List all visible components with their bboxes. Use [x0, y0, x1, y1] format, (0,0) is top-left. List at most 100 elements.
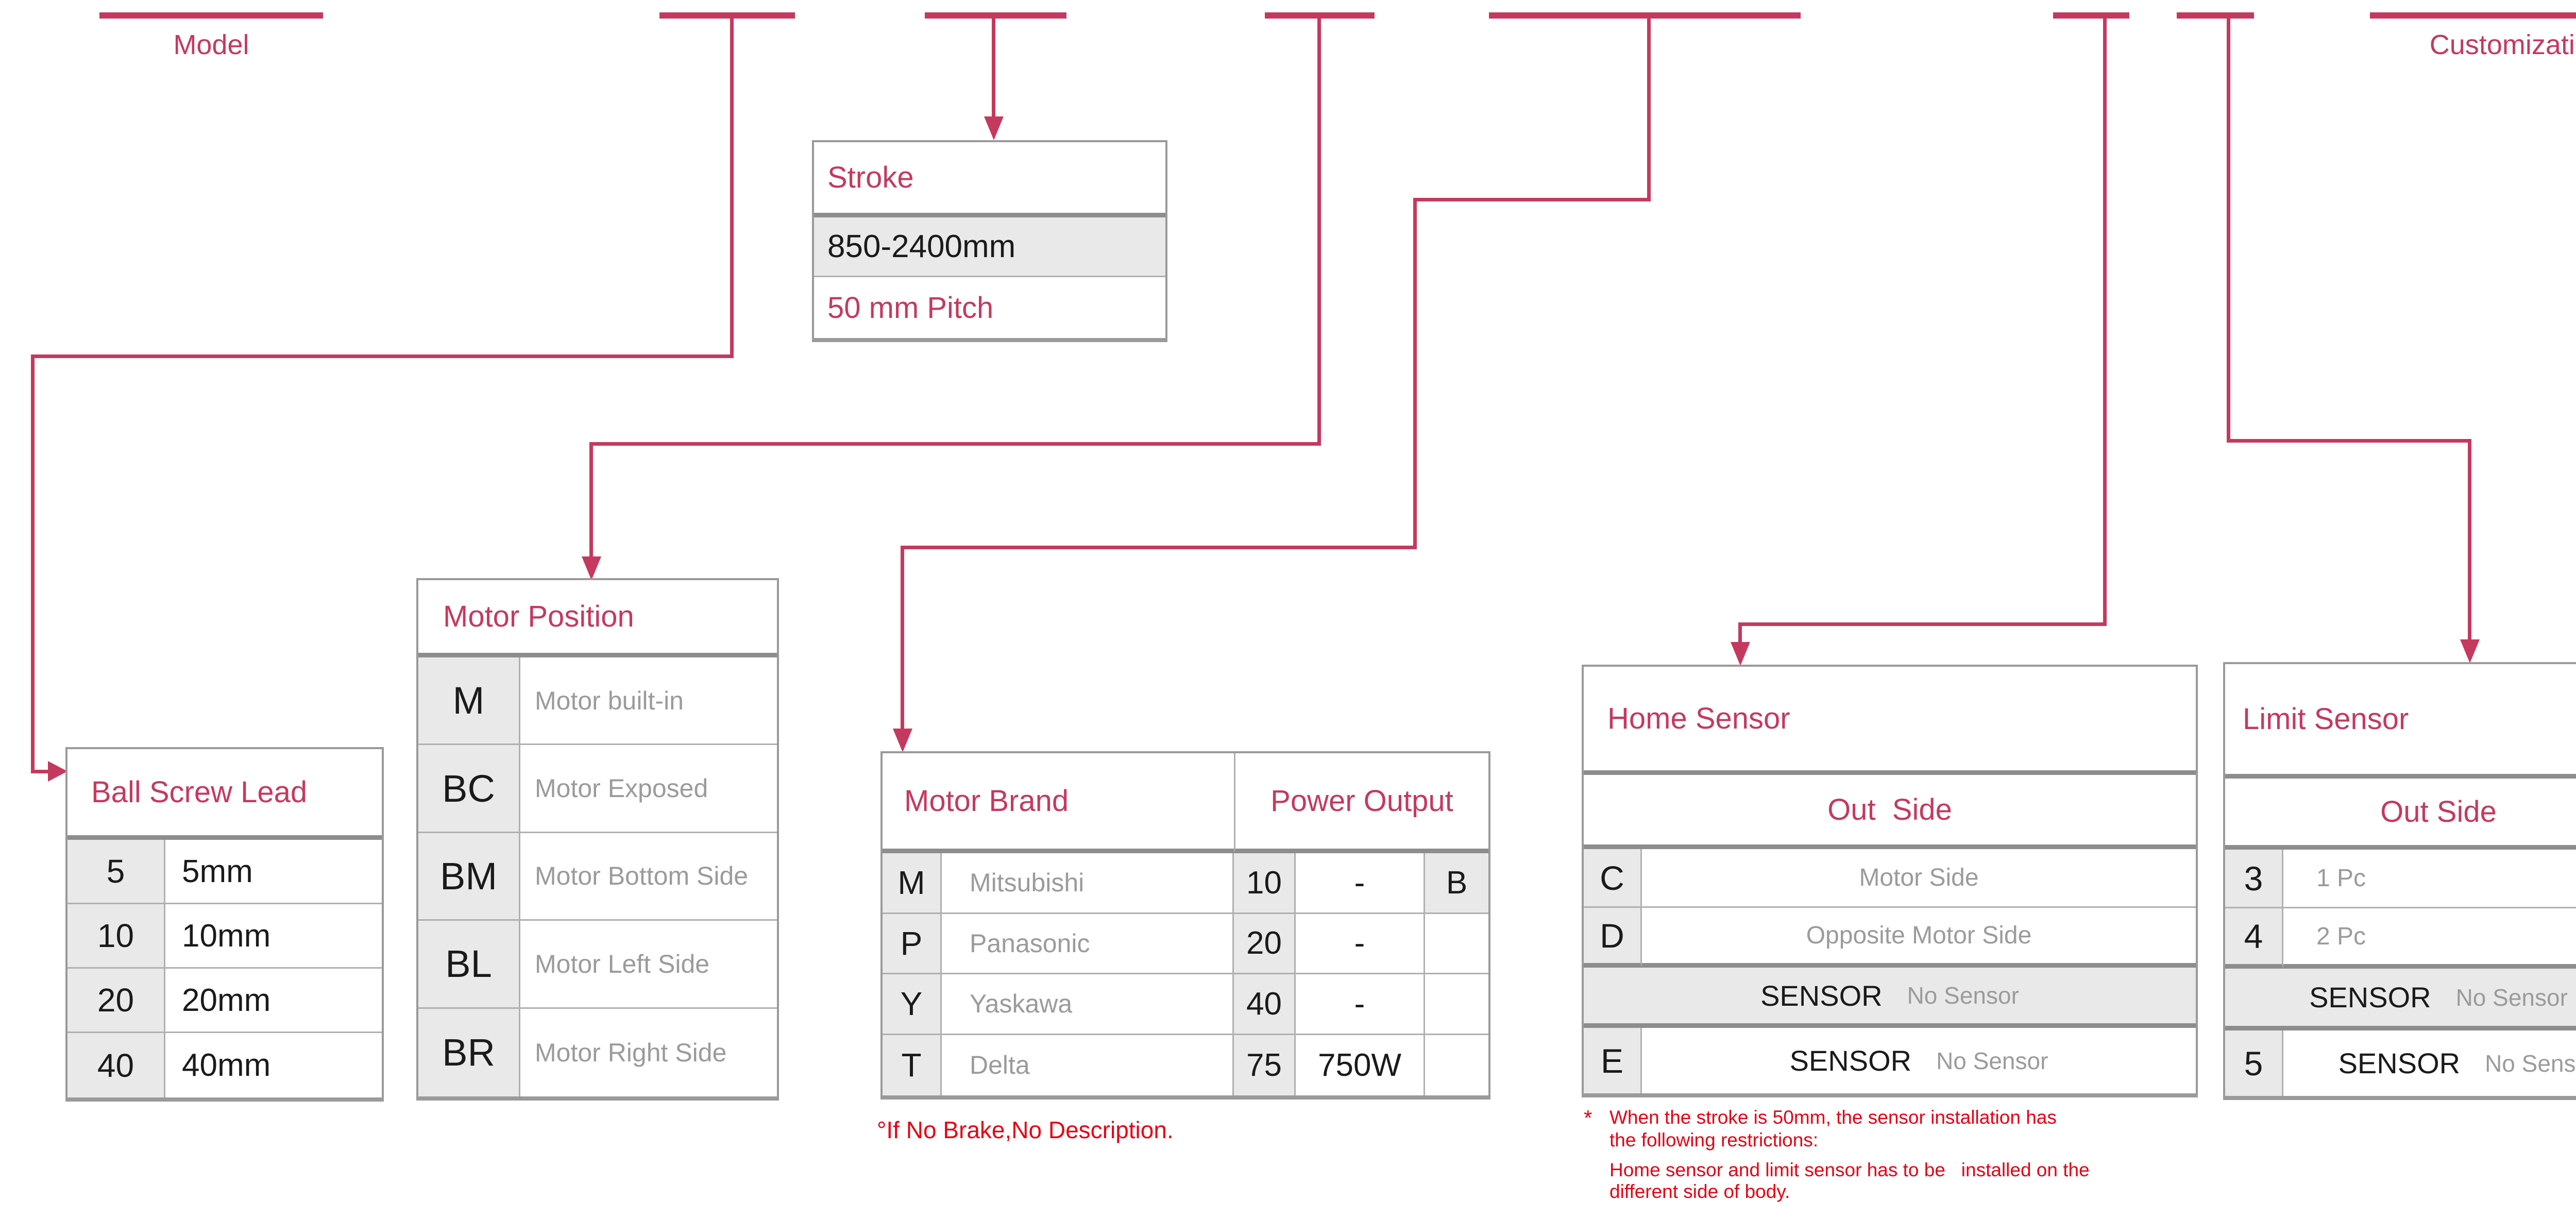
- arrowhead-ball-screw-icon: [48, 761, 67, 782]
- row-value: 20mm: [165, 969, 382, 1033]
- stroke-pitch: 50 mm Pitch: [827, 291, 994, 325]
- arrowhead-motor-brand-icon: [893, 729, 912, 752]
- brake-footnote: °If No Brake,No Description.: [877, 1117, 1174, 1143]
- row-power-value: -: [1296, 853, 1425, 914]
- sensor-row: SENSOR No Sensor: [1642, 1028, 2196, 1093]
- row-value: 40mm: [182, 1047, 271, 1083]
- row-brake-code: [1425, 974, 1488, 1035]
- row-code: E: [1584, 1028, 1642, 1093]
- sensor-value: No Sensor: [2485, 1050, 2576, 1077]
- row-code: Y: [883, 974, 942, 1035]
- limit-sensor-table: Limit Sensor Out Side 3 1 Pc 4 2 Pc SENS…: [2223, 662, 2576, 1100]
- connector-ball-screw-v2: [31, 354, 35, 773]
- row-value: 5mm: [165, 840, 382, 904]
- row-code: 5: [2225, 1030, 2283, 1096]
- power-output-title: Power Output: [1234, 753, 1488, 853]
- code-slot-5: [1489, 12, 1801, 19]
- arrowhead-home-sensor-icon: [1731, 642, 1750, 666]
- code-slot-6: [2053, 12, 2129, 19]
- motor-position-table: Motor Position M Motor built-in BC Motor…: [416, 578, 779, 1101]
- row-power-value: -: [1296, 974, 1425, 1035]
- code-slot-4: [1265, 12, 1375, 19]
- row-code: T: [883, 1035, 942, 1095]
- row-code: 40: [67, 1033, 165, 1097]
- limit-sensor-subtitle: Out Side: [2225, 779, 2576, 850]
- row-value: Motor built-in: [520, 657, 777, 746]
- home-sensor-subtitle: Out Side: [1584, 775, 2196, 849]
- row-power-value: 750W: [1296, 1035, 1425, 1095]
- row-code: 20: [67, 969, 165, 1033]
- limit-sensor-title: Limit Sensor: [2225, 664, 2576, 779]
- connector-motor-brand-v2: [1413, 198, 1417, 549]
- stroke-range: 850-2400mm: [814, 217, 1165, 277]
- row-value: Motor Right Side: [535, 1038, 727, 1067]
- code-slot-2: [659, 12, 795, 19]
- row-value: Motor Side: [1642, 849, 2196, 908]
- row-power-code: 75: [1234, 1035, 1296, 1095]
- connector-limit-sensor-v2: [2468, 439, 2471, 643]
- restriction-note-line2: the following restrictions:: [1609, 1129, 1819, 1151]
- motor-brand-title: Motor Brand: [883, 753, 1234, 853]
- arrowhead-limit-sensor-icon: [2460, 639, 2480, 663]
- restriction-note-line3: Home sensor and limit sensor has to be i…: [1609, 1159, 2090, 1180]
- motor-position-title: Motor Position: [418, 580, 777, 657]
- row-power-code: 40: [1234, 974, 1296, 1035]
- connector-home-sensor-h1: [1738, 622, 2107, 626]
- stroke-title: Stroke: [814, 142, 1165, 217]
- connector-motor-position-v2: [589, 442, 593, 559]
- sensor-label: SENSOR: [1789, 1044, 1912, 1077]
- sensor-row: SENSOR No Sensor: [2283, 1030, 2576, 1096]
- arrowhead-stroke-icon: [984, 116, 1004, 140]
- row-code: BR: [418, 1008, 520, 1096]
- row-code: 5: [67, 840, 165, 904]
- ball-screw-lead-table: Ball Screw Lead 5 5mm 10 10mm 20 20mm 40…: [65, 747, 384, 1102]
- sensor-label: SENSOR: [2338, 1047, 2461, 1079]
- connector-ball-screw-h2: [31, 770, 49, 773]
- connector-motor-position-h1: [589, 442, 1321, 446]
- row-value: Motor Left Side: [520, 921, 777, 1009]
- sensor-value: No Sensor: [2455, 984, 2568, 1011]
- sensor-label: SENSOR: [2309, 981, 2431, 1013]
- connector-limit-sensor-v1: [2227, 19, 2230, 443]
- restriction-note-marker: *: [1584, 1106, 1592, 1130]
- row-power-code: 20: [1234, 914, 1296, 974]
- sensor-value: No Sensor: [1907, 982, 2019, 1009]
- row-code: C: [1584, 849, 1642, 908]
- sensor-value: No Sensor: [1936, 1047, 2048, 1074]
- code-slot-8: [2370, 12, 2576, 19]
- row-code: 10: [67, 904, 165, 969]
- row-code: M: [418, 657, 520, 746]
- connector-stroke-v1: [992, 19, 995, 117]
- row-brand: Yaskawa: [942, 974, 1234, 1035]
- code-slot-1: [99, 12, 323, 19]
- home-sensor-table: Home Sensor Out Side C Motor Side D Oppo…: [1582, 665, 2198, 1097]
- arrowhead-motor-position-icon: [582, 556, 601, 580]
- code-slot-7: [2177, 12, 2254, 19]
- connector-ball-screw-v1: [730, 19, 734, 356]
- row-brand: Delta: [942, 1035, 1234, 1095]
- row-brake-code: [1425, 1035, 1488, 1096]
- row-brake-code: [1425, 914, 1488, 974]
- restriction-note-line4: different side of body.: [1609, 1181, 1790, 1202]
- row-value: 2 Pc: [2283, 908, 2576, 969]
- no-sensor-row: SENSOR No Sensor: [2225, 969, 2576, 1030]
- row-brand: Panasonic: [942, 914, 1234, 974]
- row-brake-code: B: [1425, 853, 1488, 914]
- row-power-code: 10: [1234, 853, 1296, 914]
- row-power-value: -: [1296, 914, 1425, 974]
- row-code: M: [883, 853, 942, 914]
- connector-ball-screw-h1: [31, 354, 734, 358]
- row-value: 10mm: [165, 904, 382, 969]
- model-label: Model: [173, 29, 249, 60]
- row-code: 3: [2225, 850, 2283, 908]
- row-brand: Mitsubishi: [942, 853, 1234, 914]
- connector-motor-brand-h2: [901, 546, 1417, 549]
- row-value: 1 Pc: [2283, 850, 2576, 908]
- row-value: Motor Bottom Side: [520, 833, 777, 921]
- row-code: 4: [2225, 908, 2283, 969]
- row-code: D: [1584, 908, 1642, 968]
- connector-home-sensor-v1: [2103, 19, 2107, 626]
- connector-motor-brand-v3: [901, 546, 904, 730]
- connector-limit-sensor-h1: [2227, 439, 2471, 443]
